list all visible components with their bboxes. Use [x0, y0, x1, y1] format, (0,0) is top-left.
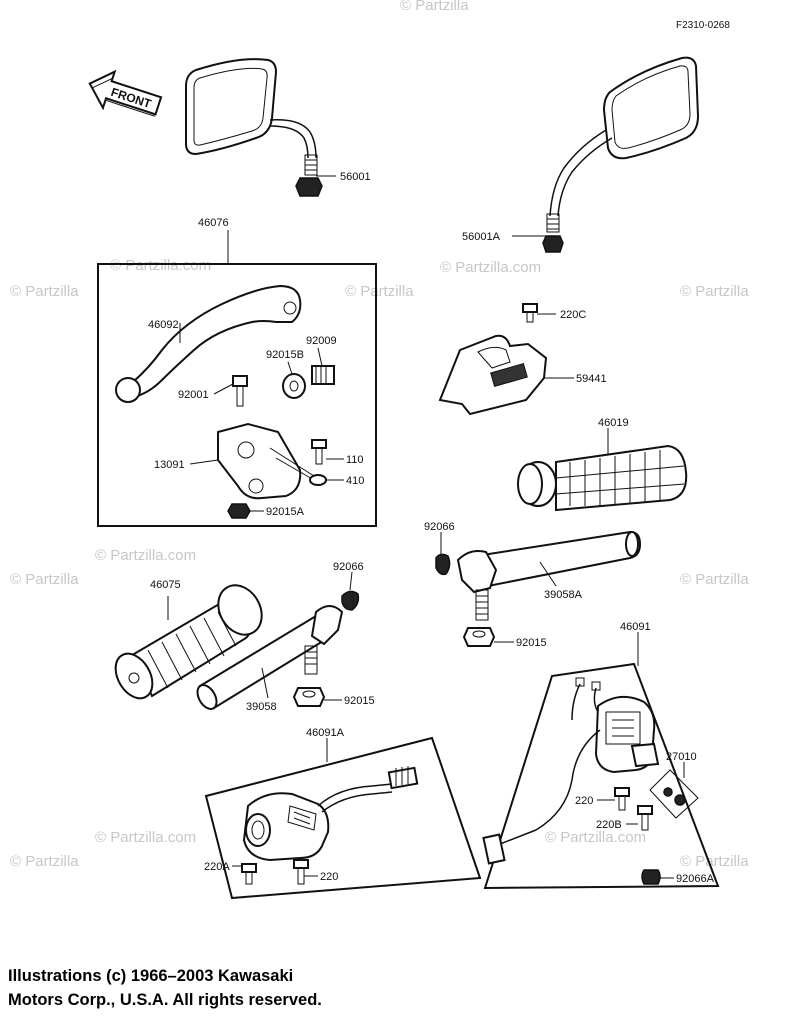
- callout-46076: 46076: [198, 217, 229, 229]
- copyright-line-1: Illustrations (c) 1966–2003 Kawasaki: [8, 967, 294, 985]
- copyright-notice: Illustrations (c) 1966–2003 Kawasaki Mot…: [8, 964, 322, 1012]
- callout-46075: 46075: [150, 579, 181, 591]
- callout-92015A: 92015A: [266, 506, 305, 518]
- watermark: © Partzilla: [680, 283, 749, 300]
- callout-46091: 46091: [620, 621, 651, 633]
- watermark: © Partzilla.com: [110, 257, 211, 274]
- callout-56001A: 56001A: [462, 231, 501, 243]
- handlebar-39058A: [435, 530, 642, 621]
- callout-220A: 220A: [204, 861, 230, 873]
- watermark: © Partzilla.com: [95, 547, 196, 564]
- callout-92066-left: 92066: [333, 561, 364, 573]
- mirror-right: [512, 56, 700, 253]
- nut-92015-right: [462, 627, 514, 647]
- handlebar-39058: [196, 571, 360, 710]
- screw-220C: [522, 303, 556, 323]
- callout-410: 410: [346, 475, 364, 487]
- front-arrow: FRONT: [88, 69, 163, 117]
- callout-220B: 220B: [596, 819, 622, 831]
- watermark: © Partzilla: [10, 853, 79, 870]
- switch-46091-box: [482, 632, 720, 890]
- watermark: © Partzilla.com: [440, 259, 541, 276]
- callout-39058: 39058: [246, 701, 277, 713]
- watermark: © Partzilla.com: [545, 829, 646, 846]
- callout-13091: 13091: [154, 459, 185, 471]
- callout-46092: 46092: [148, 319, 179, 331]
- grip-46019: [517, 428, 688, 512]
- watermark: © Partzilla: [10, 571, 79, 588]
- cover-59441: [438, 334, 574, 416]
- watermark: © Partzilla: [10, 283, 79, 300]
- callout-56001: 56001: [340, 171, 371, 183]
- watermark: © Partzilla: [400, 0, 469, 14]
- callout-46091A: 46091A: [306, 727, 345, 739]
- callout-27010: 27010: [666, 751, 697, 763]
- watermark: © Partzilla.com: [95, 829, 196, 846]
- nut-92015-left: [292, 687, 342, 707]
- callout-220-left: 220: [320, 871, 338, 883]
- lever-assembly-box: [97, 230, 377, 527]
- exploded-parts-diagram: © Partzilla © Partzilla © Partzilla © Pa…: [10, 0, 749, 900]
- callout-220-right: 220: [575, 795, 593, 807]
- diagram-code: F2310-0268: [676, 20, 730, 31]
- callout-220C: 220C: [560, 309, 586, 321]
- grip-46075: [114, 584, 263, 700]
- watermark: © Partzilla: [680, 853, 749, 870]
- callout-92015-left: 92015: [344, 695, 375, 707]
- callout-92001: 92001: [178, 389, 209, 401]
- callout-92009: 92009: [306, 335, 337, 347]
- callout-92066A: 92066A: [676, 873, 715, 885]
- watermarks: © Partzilla © Partzilla © Partzilla © Pa…: [10, 0, 749, 870]
- callout-92066-right: 92066: [424, 521, 455, 533]
- mirror-left: [185, 58, 336, 197]
- callout-59441: 59441: [576, 373, 607, 385]
- copyright-line-2: Motors Corp., U.S.A. All rights reserved…: [8, 991, 322, 1009]
- callout-39058A: 39058A: [544, 589, 583, 601]
- watermark: © Partzilla: [680, 571, 749, 588]
- watermark: © Partzilla: [345, 283, 414, 300]
- switch-46091A-box: [204, 736, 482, 900]
- callout-110: 110: [346, 454, 364, 466]
- callout-92015B: 92015B: [266, 349, 304, 361]
- callout-92015-right: 92015: [516, 637, 547, 649]
- callout-46019: 46019: [598, 417, 629, 429]
